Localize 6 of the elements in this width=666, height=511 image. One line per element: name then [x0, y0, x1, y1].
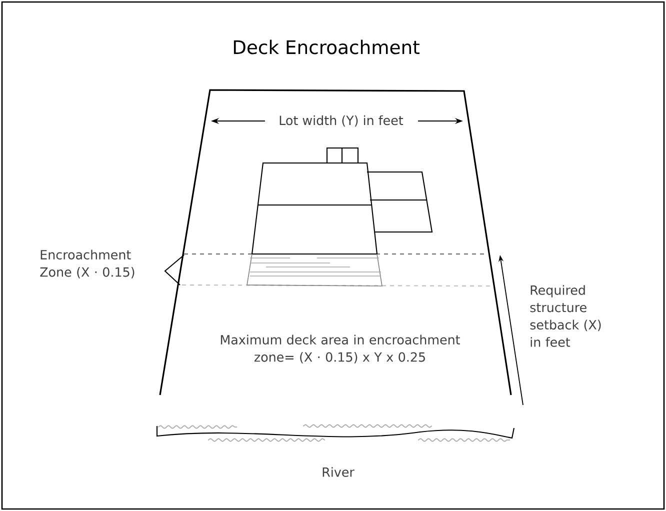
river-label: River: [322, 467, 354, 477]
dimension-label: Lot width (Y) in feet: [280, 115, 404, 127]
zone-label: Encroachment Zone (X · 0.15): [40, 250, 134, 278]
title: Deck Encroachment: [234, 40, 420, 54]
formula-text: Maximum deck area in encroachment zone= (X · 0.15) x Y x 0.25: [220, 334, 460, 364]
setback-label: Required structure setback (X) in feet: [530, 285, 601, 347]
